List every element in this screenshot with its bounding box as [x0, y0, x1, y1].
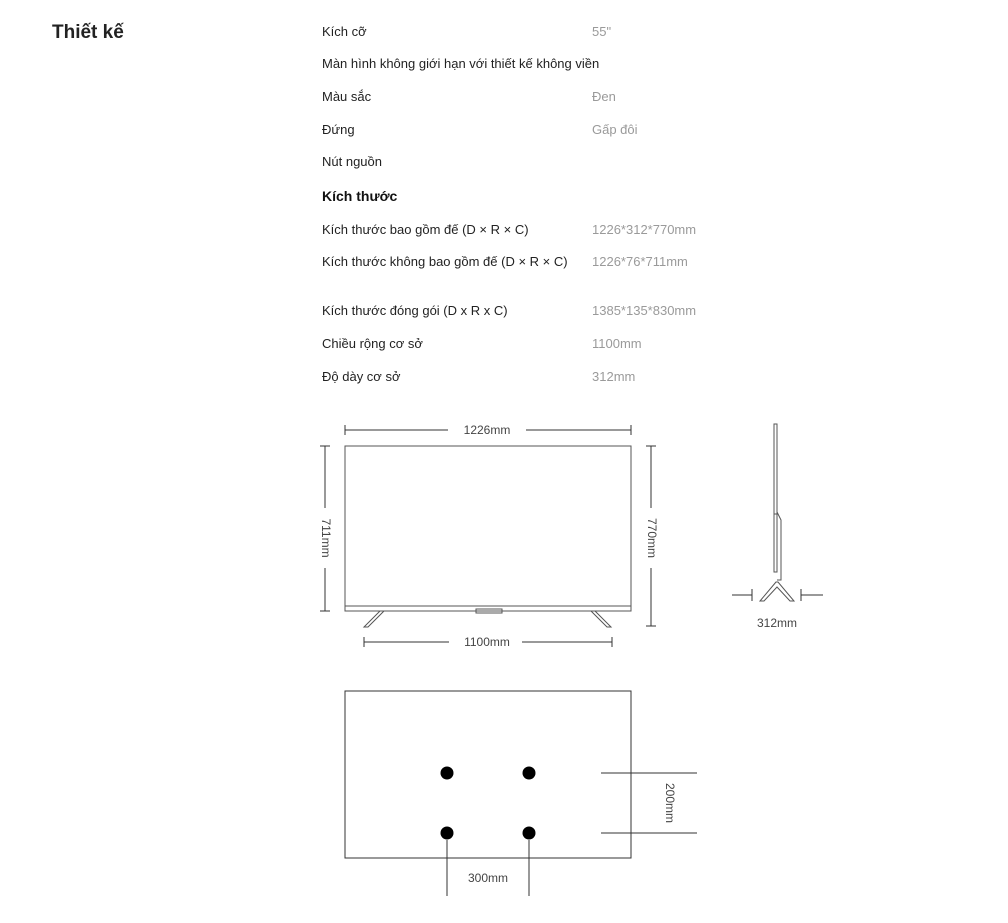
spec-value: 312mm	[592, 369, 636, 384]
spec-value: 1385*135*830mm	[592, 303, 697, 318]
spec-label: Kích thước bao gồm đế (D × R × C)	[322, 222, 529, 237]
stand-width-label: 1100mm	[464, 635, 510, 649]
spec-label: Màn hình không giới hạn với thiết kế khô…	[322, 56, 600, 71]
spec-value: 1100mm	[592, 336, 642, 351]
spec-value: Gấp đôi	[592, 122, 638, 137]
spec-label: Chiều rộng cơ sở	[322, 336, 423, 351]
vesa-vertical-label: 200mm	[663, 783, 677, 823]
dimensions-title: Kích thước	[322, 188, 398, 204]
tv-back-view	[344, 690, 632, 859]
spec-value: Đen	[592, 89, 616, 104]
spec-value: 1226*76*711mm	[592, 254, 688, 269]
spec-label: Kích thước đóng gói (D x R x C)	[322, 303, 508, 318]
spec-value: 1226*312*770mm	[592, 222, 697, 237]
vesa-horizontal-label: 300mm	[468, 871, 508, 885]
section-title: Thiết kế	[52, 22, 124, 43]
spec-label: Nút nguồn	[322, 154, 382, 169]
tv-side-view	[758, 423, 796, 602]
height-no-stand-label: 711mm	[319, 518, 333, 557]
spec-label: Màu sắc	[322, 89, 372, 104]
vesa-holes	[440, 766, 536, 840]
width-label: 1226mm	[464, 423, 511, 437]
spec-label: Đứng	[322, 122, 355, 137]
spec-label: Độ dày cơ sở	[322, 369, 401, 384]
spec-value: 55"	[592, 24, 612, 39]
stand-depth-label: 312mm	[757, 616, 797, 630]
spec-label: Kích thước không bao gồm đế (D × R × C)	[322, 254, 568, 269]
spec-label: Kích cỡ	[322, 24, 367, 39]
height-with-stand-label: 770mm	[645, 518, 659, 558]
